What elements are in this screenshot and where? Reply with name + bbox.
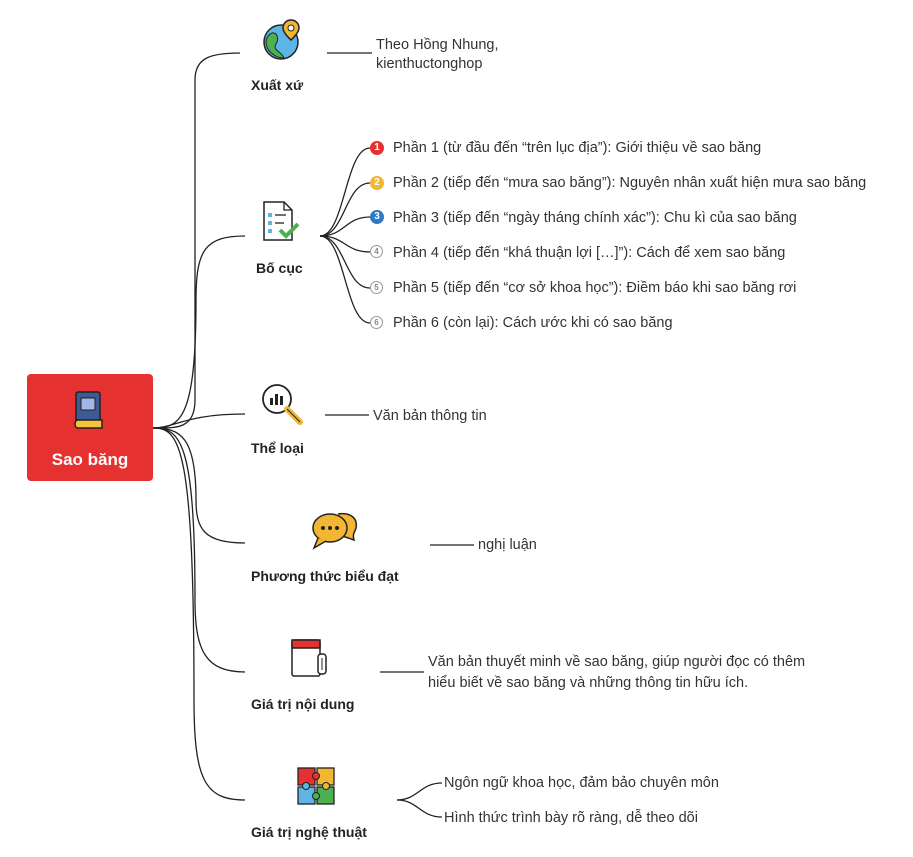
number-badge-2: 2 [370,176,384,190]
leaf-noi-dung-line1: Văn bản thuyết minh về sao băng, giúp ng… [428,654,806,670]
leaf-bo-cuc-5: Phần 5 (tiếp đến “cơ sở khoa học”): Điềm… [393,280,797,296]
number-badge-5: 5 [370,281,383,294]
branch-title-gia-tri-noi-dung[interactable]: Giá trị nội dung [251,696,355,712]
magnifier-chart-icon [262,384,303,425]
puzzle-icon [297,767,335,805]
branch-title-the-loai[interactable]: Thể loại [251,440,304,456]
leaf-phuong-thuc: nghị luận [478,537,537,553]
leaf-bo-cuc-3: Phần 3 (tiếp đến “ngày tháng chính xác”)… [393,210,797,226]
globe-pin-icon [263,19,300,60]
number-badge-1: 1 [370,141,384,155]
leaf-bo-cuc-6: Phần 6 (còn lại): Cách ước khi có sao bă… [393,315,673,331]
leaf-bo-cuc-4: Phần 4 (tiếp đến “khá thuận lợi […]”): C… [393,245,786,261]
branch-title-xuat-xu[interactable]: Xuất xứ [251,77,304,93]
leaf-bo-cuc-1: Phần 1 (từ đầu đến “trên lục địa”): Giới… [393,140,762,156]
number-badge-6: 6 [370,316,383,329]
leaf-nghe-thuat-2: Hình thức trình bày rõ ràng, dễ theo dõi [444,810,698,826]
branch-title-phuong-thuc[interactable]: Phương thức biểu đạt [251,568,399,584]
root-label: Sao băng [51,450,129,469]
number-badge-4: 4 [370,245,383,258]
book-icon [74,391,103,429]
leaf-xuat-xu-line2: kienthuctonghop [376,56,483,72]
branch-title-gia-tri-nghe-thuat[interactable]: Giá trị nghệ thuật [251,824,367,840]
number-badge-3: 3 [370,210,384,224]
speech-bubbles-icon [312,512,358,550]
leaf-nghe-thuat-1: Ngôn ngữ khoa học, đảm bảo chuyên môn [444,775,719,791]
branch-title-bo-cuc[interactable]: Bố cục [256,260,303,276]
notebook-icon [291,639,327,677]
checklist-icon [263,201,300,241]
leaf-noi-dung-line2: hiểu biết về sao băng và những thông tin… [428,675,749,691]
leaf-bo-cuc-2: Phần 2 (tiếp đến “mưa sao băng”): Nguyên… [393,175,867,191]
root-node[interactable]: Sao băng [27,374,153,481]
leaf-xuat-xu-line1: Theo Hồng Nhung, [376,37,499,53]
leaf-the-loai: Văn bản thông tin [373,408,487,424]
